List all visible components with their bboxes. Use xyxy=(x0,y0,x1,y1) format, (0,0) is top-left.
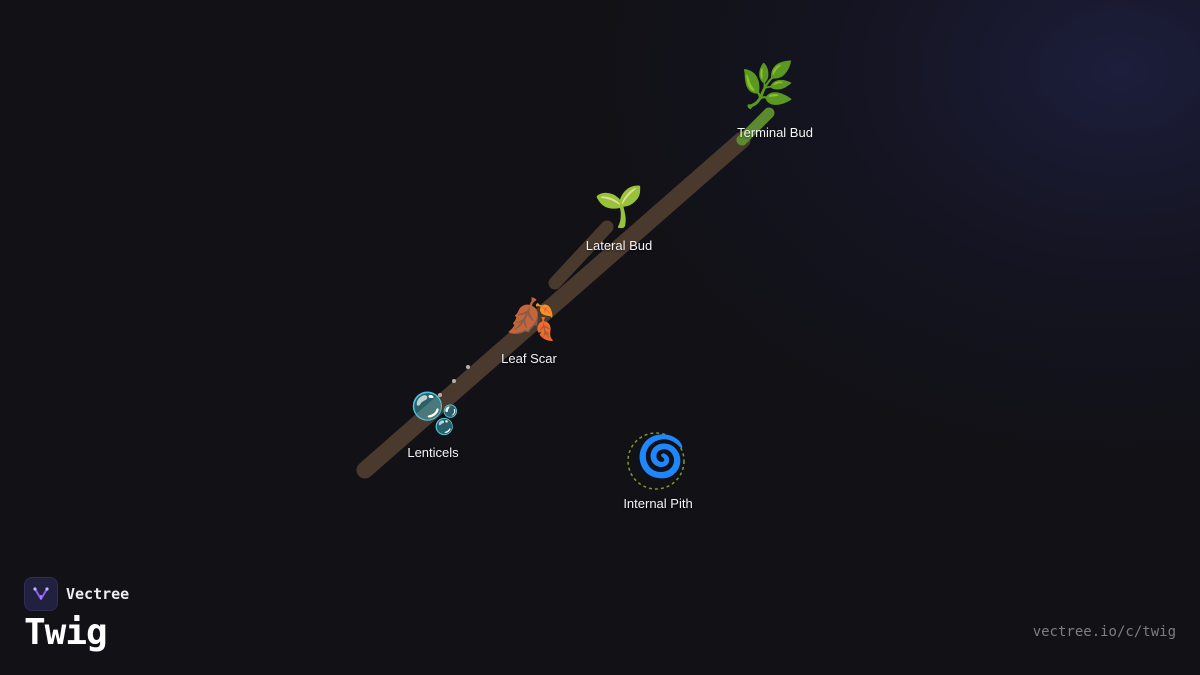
lateral-branch xyxy=(548,220,614,290)
leaf-scar-label: Leaf Scar xyxy=(501,351,557,366)
bubbles-icon: 🫧 xyxy=(410,391,460,437)
pith-ring xyxy=(627,432,685,490)
seedling-icon: 🌱 xyxy=(594,184,644,230)
cyclone-icon: 🌀 xyxy=(636,434,686,480)
vectree-logo-icon xyxy=(24,577,58,611)
brand[interactable]: Vectree xyxy=(24,577,129,611)
terminal-bud-label: Terminal Bud xyxy=(737,125,813,140)
lenticel-dot xyxy=(466,365,470,369)
terminal-tip xyxy=(736,107,775,146)
twig-stem xyxy=(356,131,751,479)
lateral-bud-label: Lateral Bud xyxy=(585,238,653,253)
lenticel-dot xyxy=(452,379,456,383)
internal-pith-label: Internal Pith xyxy=(623,496,693,511)
lenticel-dot xyxy=(438,393,442,397)
brand-name: Vectree xyxy=(66,585,130,603)
page-title: Twig xyxy=(24,612,108,653)
page-url[interactable]: vectree.io/c/twig xyxy=(1032,624,1176,640)
fallen-leaf-icon: 🍂 xyxy=(506,297,556,343)
lenticels-label: Lenticels xyxy=(407,445,459,460)
herb-icon: 🌿 xyxy=(740,60,795,111)
